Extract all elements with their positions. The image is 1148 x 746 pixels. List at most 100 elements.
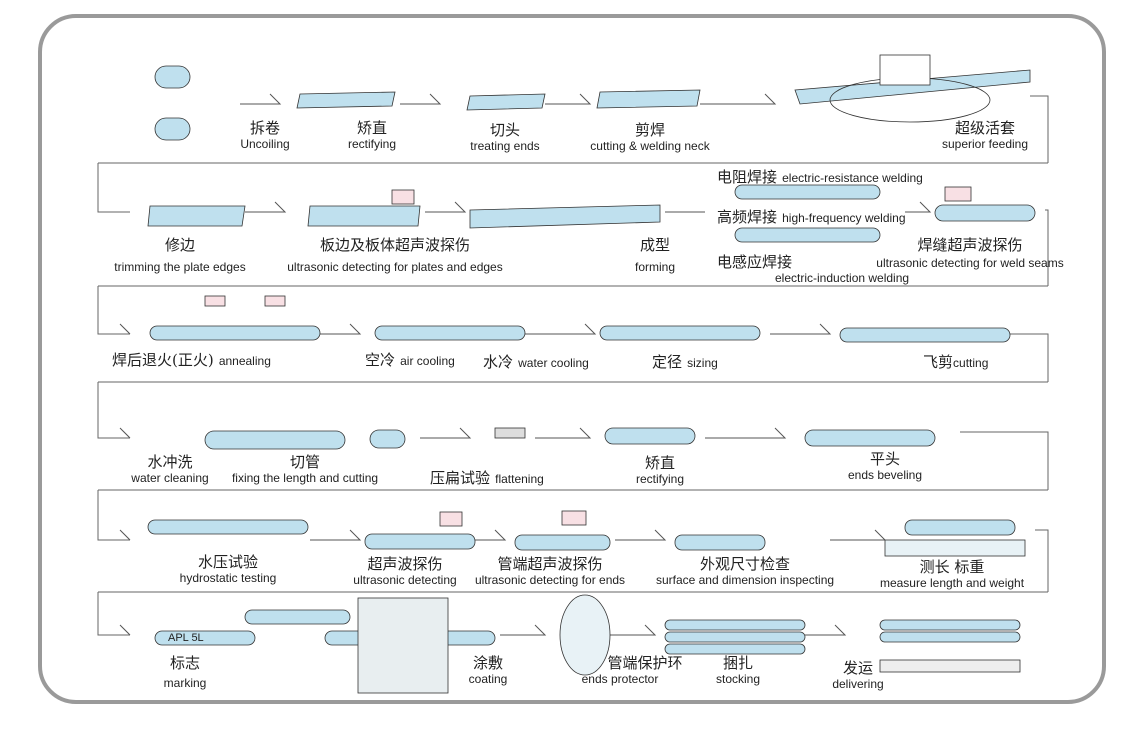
step-label-zh: 切头 [489,121,521,139]
pipe-illustrations [147,54,1036,694]
step-label-zh: 平头 [869,450,900,468]
step-water-cooling: 水冷 water cooling [483,352,589,371]
step-sizing: 定径 sizing [652,352,718,371]
step-label-en: flattening [495,472,544,486]
step-label-zh: 板边及板体超声波探伤 [319,236,471,254]
step-label-zh: 定径 [652,353,683,371]
step-annealing: 焊后退火(正火) annealing [112,350,271,369]
step-label-zh: 成型 [639,236,671,254]
step-label-en: hydrostatic testing [179,571,277,585]
diagram-frame [38,14,1106,704]
step-label-zh: 切管 [289,453,321,471]
step-label-zh: 水冷 [483,353,514,371]
step-label-zh: 飞剪 [923,353,954,371]
step-label-zh: 测长 标重 [919,558,985,576]
step-trimming: 修边 trimming the plate edges [114,236,246,275]
step-label-zh: 电阻焊接 [717,168,778,186]
step-ultrasonic-weld-seams: 焊缝超声波探伤 ultrasonic detecting for weld sea… [876,236,1064,271]
step-label-en: ultrasonic detecting for weld seams [876,256,1064,270]
step-label-en: ultrasonic detecting for plates and edge… [287,260,503,274]
step-label-en: water cooling [518,356,589,370]
step-flattening: 压扁试验 flattening [430,468,544,487]
step-label-en: electric-resistance welding [782,171,923,185]
step-label-en: trimming the plate edges [114,260,246,274]
step-label-zh: 矫直 [356,119,387,137]
step-label-en: marking [163,676,207,690]
marking-text: APL 5L [168,632,204,644]
step-label-en: Uncoiling [240,137,290,151]
step-label-zh: 焊缝超声波探伤 [917,236,1023,254]
step-label-en: forming [634,260,676,274]
step-label-en: cutting [953,356,989,370]
step-label-en: ultrasonic detecting [353,573,457,587]
step-label-zh: 管端保护环 [607,654,683,672]
step-label-en: ends beveling [847,468,923,482]
step-label-en: high-frequency welding [782,211,906,225]
flow-arrows [119,93,932,636]
row-dividers [97,95,1049,636]
step-label-en: measure length and weight [879,576,1025,590]
step-label-en: ultrasonic detecting for ends [474,573,626,587]
step-high-frequency-welding: 高频焊接 high-frequency welding [717,207,906,226]
step-label-en: treating ends [470,139,540,153]
step-label-zh: 管端超声波探伤 [497,555,603,573]
step-label-zh: 捆扎 [722,654,753,672]
step-label-zh: 外观尺寸检查 [699,555,791,573]
step-label-zh: 压扁试验 [430,469,491,487]
step-label-zh: 高频焊接 [717,208,778,226]
step-label-zh: 修边 [164,236,195,254]
step-label-en: sizing [687,356,718,370]
step-label-zh: 空冷 [365,351,396,369]
step-label-zh: 矫直 [644,454,675,472]
step-label-en: rectifying [635,472,685,486]
step-label-en: air cooling [400,354,455,368]
step-marking: 标志 marking [163,654,207,691]
step-label-zh: 水压试验 [197,553,258,571]
step-label-zh: 焊后退火(正火) [112,351,214,369]
step-label-en: coating [468,672,508,686]
step-label-zh: 剪焊 [634,121,665,139]
step-ultrasonic-plates: 板边及板体超声波探伤 ultrasonic detecting for plate… [287,236,503,275]
step-electric-resistance-welding: 电阻焊接 electric-resistance welding [717,167,923,186]
step-label-en: fixing the length and cutting [231,471,379,485]
step-air-cooling: 空冷 air cooling [365,350,455,369]
step-label-en: cutting & welding neck [590,139,710,153]
step-label-en: surface and dimension inspecting [655,573,835,587]
step-label-en: ends protector [581,672,659,686]
step-forming: 成型 forming [634,236,676,275]
step-label-en: annealing [218,354,271,368]
step-label-zh: 涂敷 [472,654,504,672]
step-label-en: superior feeding [941,137,1029,151]
step-label-en: rectifying [347,137,397,151]
step-label-zh: 发运 [842,659,873,677]
step-label-zh: 拆卷 [249,119,281,137]
step-label-zh: 电感应焊接 [717,253,793,271]
step-label-zh: 水冲洗 [147,453,193,471]
step-label-en: stocking [715,672,761,686]
step-label-zh: 超声波探伤 [367,555,443,573]
step-flying-cutting: 飞剪cutting [923,352,988,371]
step-label-en: delivering [832,677,884,691]
step-label-zh: 标志 [169,654,200,672]
step-label-zh: 超级活套 [954,119,1015,137]
step-label-en: water cleaning [131,471,209,485]
step-label-en: electric-induction welding [775,271,910,285]
